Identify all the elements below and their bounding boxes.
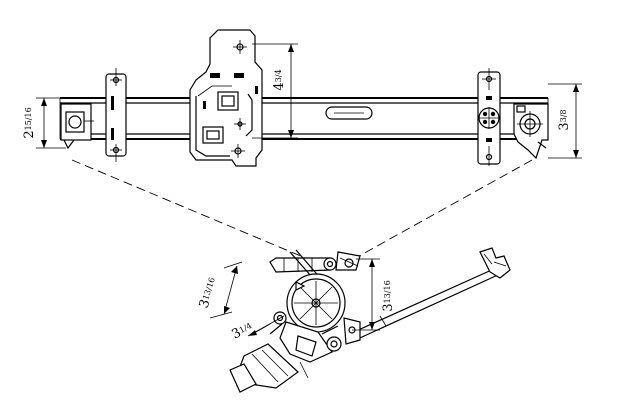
upper-rail-view: 215/16 43/4 33/8 [22,29,582,167]
right-guide-bracket [477,68,501,166]
projection-lines [71,159,533,263]
left-pulley [60,103,94,150]
motor-housing [229,311,361,393]
dimension-right-height-label: 33/8 [557,109,572,130]
dimension-motor-offset-label: 31/4 [229,319,255,342]
dimension-left-height: 215/16 [22,97,66,149]
dimension-lower-right: 313/16 [352,258,396,331]
cable-drum [286,273,346,333]
rail-center-slot [325,106,373,120]
dimension-left-height-label: 215/16 [22,107,37,138]
dimension-right-height: 33/8 [548,83,582,159]
dimension-bracket-height: 43/4 [252,43,298,139]
lower-motor-view: 313/16 313/16 31/4 [197,247,511,393]
left-guide-bracket [105,68,127,162]
dimension-lower-left: 313/16 [197,261,243,319]
right-pulley [513,103,549,160]
main-rail [59,97,549,140]
regulator-arm [344,247,511,343]
lift-plate-bracket [189,29,263,167]
dimension-lower-left-label: 313/16 [197,276,221,310]
dimension-lower-right-label: 313/16 [381,280,396,311]
dimension-bracket-height-label: 43/4 [272,69,287,90]
